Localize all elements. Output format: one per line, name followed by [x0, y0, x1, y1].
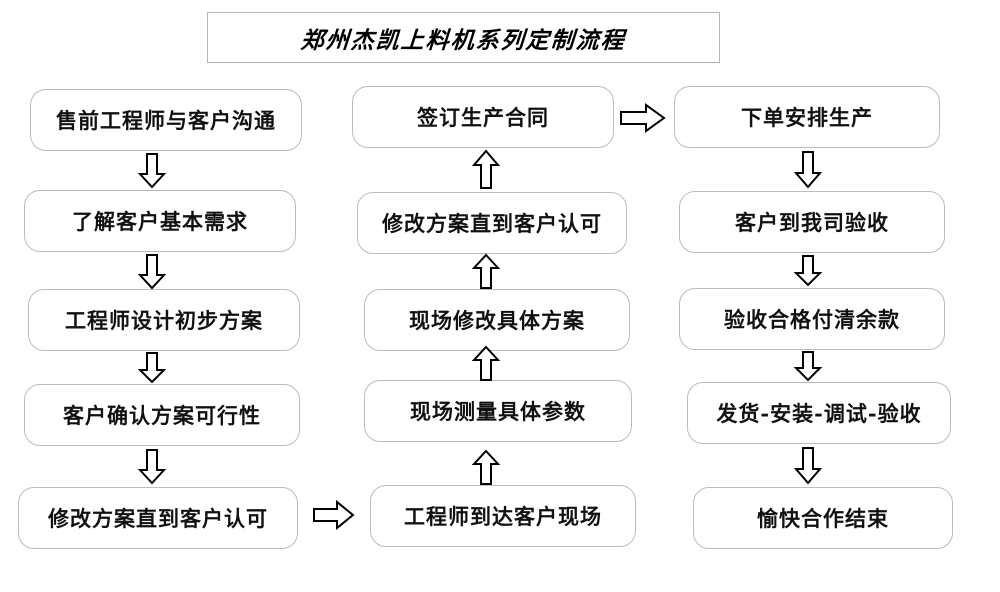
- flow-node-label: 签订生产合同: [417, 104, 549, 130]
- flow-node-label: 现场修改具体方案: [409, 307, 585, 333]
- flow-node-n5[interactable]: 修改方案直到客户认可: [18, 487, 298, 549]
- down-arrow-icon: [137, 153, 167, 189]
- flow-node-label: 愉快合作结束: [757, 505, 889, 531]
- flow-node-label: 修改方案直到客户认可: [382, 210, 602, 236]
- flow-node-n11[interactable]: 下单安排生产: [674, 86, 940, 148]
- up-arrow-icon: [471, 149, 501, 190]
- flow-node-n1[interactable]: 售前工程师与客户沟通: [30, 89, 302, 151]
- flow-node-n9[interactable]: 修改方案直到客户认可: [357, 192, 627, 254]
- flow-node-label: 验收合格付清余款: [724, 306, 900, 332]
- flow-node-label: 客户到我司验收: [735, 209, 889, 235]
- flow-node-label: 修改方案直到客户认可: [48, 505, 268, 531]
- right-arrow-icon: [620, 103, 666, 133]
- flow-node-n14[interactable]: 发货-安装-调试-验收: [687, 382, 951, 444]
- up-arrow-icon: [471, 449, 501, 486]
- flow-node-label: 售前工程师与客户沟通: [56, 107, 276, 133]
- flow-node-label: 工程师设计初步方案: [65, 307, 263, 333]
- flow-node-label: 下单安排生产: [741, 104, 873, 130]
- down-arrow-icon: [793, 255, 823, 287]
- down-arrow-icon: [793, 351, 823, 382]
- down-arrow-icon: [137, 352, 167, 384]
- flow-node-label: 客户确认方案可行性: [63, 402, 261, 428]
- flow-node-label: 发货-安装-调试-验收: [716, 400, 922, 426]
- flow-node-n3[interactable]: 工程师设计初步方案: [28, 289, 300, 351]
- down-arrow-icon: [137, 449, 167, 485]
- right-arrow-icon: [313, 499, 355, 531]
- diagram-title-box: 郑州杰凯上料机系列定制流程: [207, 12, 720, 63]
- flow-node-label: 了解客户基本需求: [72, 208, 248, 234]
- flow-node-n12[interactable]: 客户到我司验收: [679, 191, 945, 253]
- flow-node-n10[interactable]: 签订生产合同: [352, 86, 614, 148]
- flow-node-n15[interactable]: 愉快合作结束: [693, 487, 953, 549]
- flow-node-label: 现场测量具体参数: [410, 398, 586, 424]
- flow-node-label: 工程师到达客户现场: [404, 503, 602, 529]
- down-arrow-icon: [137, 254, 167, 290]
- flow-node-n4[interactable]: 客户确认方案可行性: [24, 384, 300, 446]
- flow-node-n7[interactable]: 现场测量具体参数: [364, 380, 632, 442]
- page-title: 郑州杰凯上料机系列定制流程: [299, 26, 627, 54]
- up-arrow-icon: [471, 253, 501, 290]
- down-arrow-icon: [793, 447, 823, 485]
- flow-node-n2[interactable]: 了解客户基本需求: [24, 190, 296, 252]
- up-arrow-icon: [471, 345, 501, 382]
- flow-node-n13[interactable]: 验收合格付清余款: [679, 288, 945, 350]
- flow-node-n8[interactable]: 现场修改具体方案: [364, 289, 630, 351]
- down-arrow-icon: [793, 151, 823, 189]
- flow-node-n6[interactable]: 工程师到达客户现场: [370, 485, 636, 547]
